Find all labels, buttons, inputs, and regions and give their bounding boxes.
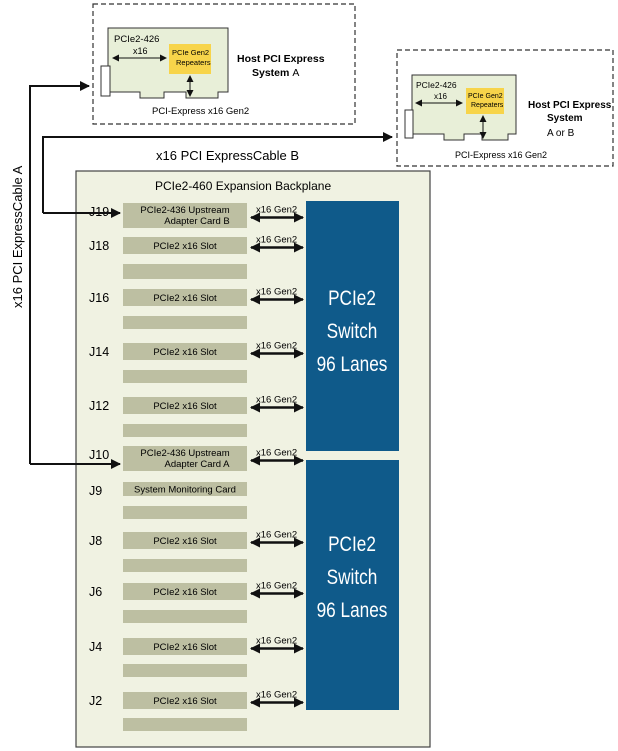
connector-label: J8 — [89, 534, 102, 548]
host-b-title-line1: Host PCI Express — [528, 100, 612, 111]
link-label: x16 Gen2 — [256, 530, 297, 541]
slot-blank-15 — [123, 610, 247, 623]
slot-label: PCIe2 x16 Slot — [153, 241, 217, 252]
switch-upper-line3: 96 Lanes — [317, 354, 388, 377]
host-b-card-name: PCIe2-426 — [416, 80, 457, 90]
slot-j4 — [123, 638, 247, 655]
host-b-bracket — [404, 109, 414, 139]
cable-a-label: x16 PCI ExpressCable A — [10, 165, 25, 308]
switch-lower-line3: 96 Lanes — [317, 600, 388, 623]
host-a-repeater-line1: PCIe Gen2 — [172, 48, 209, 57]
slot-j16 — [123, 289, 247, 306]
host-a-repeater-line2: Repeaters — [176, 58, 211, 67]
pcie-switch-lower — [306, 460, 399, 710]
host-a-card-name: PCIe2-426 — [114, 34, 159, 45]
slot-blank-19 — [123, 718, 247, 731]
connector-label: J16 — [89, 291, 109, 305]
link-label: x16 Gen2 — [256, 395, 297, 406]
link-label: x16 Gen2 — [256, 287, 297, 298]
slot-label: PCIe2 x16 Slot — [153, 587, 217, 598]
switch-upper-line2: Switch — [327, 321, 378, 344]
host-b-title-line3: A or B — [547, 128, 575, 139]
slot-label: System Monitoring Card — [134, 485, 236, 496]
connector-label: J6 — [89, 585, 102, 599]
connector-label: J9 — [89, 484, 102, 498]
host-a-title-suffix: A — [292, 67, 299, 79]
slot-label-line1: PCIe2-436 Upstream — [140, 205, 229, 216]
slot-label: PCIe2 x16 Slot — [153, 347, 217, 358]
slot-j2 — [123, 692, 247, 709]
link-label: x16 Gen2 — [256, 636, 297, 647]
slot-label: PCIe2 x16 Slot — [153, 696, 217, 707]
link-label: x16 Gen2 — [256, 690, 297, 701]
slot-label: PCIe2 x16 Slot — [153, 401, 217, 412]
connector-label: J18 — [89, 239, 109, 253]
pcie-switch-upper — [306, 201, 399, 451]
host-system-a-frame — [92, 3, 356, 125]
slot-j14 — [123, 343, 247, 360]
host-system-b-frame — [396, 49, 614, 167]
link-label: x16 Gen2 — [256, 448, 297, 459]
host-b-repeater-line2: Repeaters — [471, 102, 504, 109]
host-a-bus-label: PCI-Express x16 Gen2 — [152, 106, 249, 117]
link-label: x16 Gen2 — [256, 205, 297, 216]
switch-lower-line1: PCIe2 — [328, 534, 376, 557]
cable-b-label: x16 PCI ExpressCable B — [156, 148, 299, 163]
slot-blank-8 — [123, 424, 247, 437]
cable-b-line — [42, 132, 393, 213]
host-system-b: PCIe2-426 x16 PCIe Gen2 Repeaters PCI-Ex… — [396, 49, 614, 167]
slot-j19 — [123, 203, 247, 228]
host-b-bus-label: PCI-Express x16 Gen2 — [455, 150, 547, 160]
slot-label: PCIe2 x16 Slot — [153, 293, 217, 304]
slot-j9 — [123, 482, 247, 496]
switch-upper-line1: PCIe2 — [328, 288, 376, 311]
cable-b: x16 PCI ExpressCable B — [42, 132, 393, 218]
link-label: x16 Gen2 — [256, 581, 297, 592]
slot-blank-17 — [123, 664, 247, 677]
host-b-repeater-chip — [466, 88, 504, 114]
connector-label: J2 — [89, 694, 102, 708]
slot-j12 — [123, 397, 247, 414]
slot-label: PCIe2 x16 Slot — [153, 536, 217, 547]
backplane-title: PCIe2-460 Expansion Backplane — [155, 179, 331, 193]
slot-j10 — [123, 446, 247, 471]
connector-label: J10 — [89, 448, 109, 462]
slot-j6 — [123, 583, 247, 600]
slot-j18 — [123, 237, 247, 254]
host-b-title-line2: System — [547, 113, 583, 124]
slot-label-line1: PCIe2-436 Upstream — [140, 448, 229, 459]
link-label: x16 Gen2 — [256, 341, 297, 352]
cable-a-line — [29, 81, 90, 464]
host-b-width-label: x16 — [434, 92, 447, 101]
slot-label: PCIe2 x16 Slot — [153, 642, 217, 653]
connector-label: J14 — [89, 345, 109, 359]
connector-label: J4 — [89, 640, 102, 654]
slot-blank-2 — [123, 264, 247, 279]
cable-a: x16 PCI ExpressCable A — [10, 81, 121, 469]
host-system-a: PCIe2-426 x16 PCIe Gen2 Repeaters PCI-Ex… — [92, 3, 356, 125]
connector-label: J12 — [89, 399, 109, 413]
host-a-title-line1: Host PCI Express — [237, 53, 325, 65]
slot-blank-6 — [123, 370, 247, 383]
switch-lower-line2: Switch — [327, 567, 378, 590]
host-b-repeater-line1: PCIe Gen2 — [468, 93, 503, 100]
link-label: x16 Gen2 — [256, 235, 297, 246]
slot-label-line2: Adapter Card B — [164, 216, 229, 227]
slot-label-line2: Adapter Card A — [165, 459, 231, 470]
slot-blank-11 — [123, 506, 247, 519]
slot-blank-13 — [123, 559, 247, 572]
host-a-width-label: x16 — [133, 46, 148, 56]
host-a-title-system: System — [252, 67, 289, 79]
host-a-bracket — [100, 65, 111, 97]
host-a-repeater-chip — [169, 44, 211, 74]
slot-j8 — [123, 532, 247, 549]
slot-blank-4 — [123, 316, 247, 329]
